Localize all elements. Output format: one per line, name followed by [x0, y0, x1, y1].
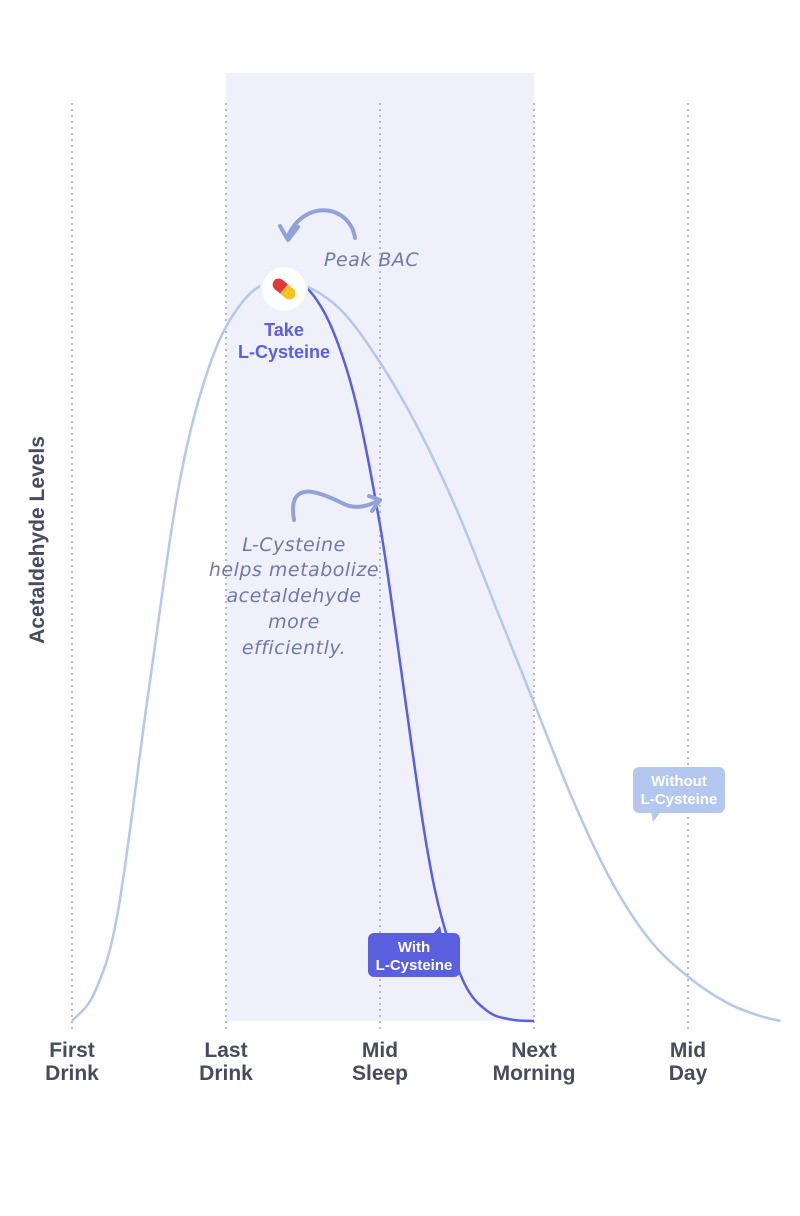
squiggle-arrowhead-icon	[367, 494, 382, 513]
x-tick-label: Drink	[45, 1062, 99, 1085]
pill-marker	[260, 265, 308, 313]
x-tick-label: Next	[511, 1039, 557, 1062]
x-tick-label: Mid	[362, 1039, 398, 1062]
pill-icon	[272, 278, 296, 300]
y-axis-label: Acetaldehyde Levels	[26, 436, 49, 644]
peak-curved-arrow-icon	[286, 208, 357, 240]
vertical-gridlines	[71, 103, 689, 1030]
peak-bac-label: Peak BAC	[324, 249, 419, 271]
note-line: more	[268, 611, 320, 633]
squiggle-arrow-icon	[291, 489, 382, 522]
legend-tag-without-line1: Without	[651, 773, 707, 790]
legend-tag-without: Without L-Cysteine	[633, 767, 725, 822]
legend-tag-with-line1: With	[398, 939, 430, 956]
x-tick-label: Mid	[670, 1039, 706, 1062]
x-tick-label: Morning	[493, 1062, 576, 1085]
x-tick-label: Last	[204, 1039, 247, 1062]
note-line: acetaldehyde	[227, 585, 362, 607]
note-line: helps metabolize	[209, 559, 379, 581]
series-line-with-l-cysteine	[290, 279, 535, 1023]
handwritten-note: L-Cysteine helps metabolize acetaldehyde…	[209, 534, 379, 659]
legend-tag-without-line2: L-Cysteine	[641, 791, 718, 808]
x-tick-label: Sleep	[352, 1062, 408, 1085]
x-tick-labels: FirstDrinkLastDrinkMidSleepNextMorningMi…	[45, 1039, 707, 1085]
note-line: L-Cysteine	[242, 534, 346, 556]
x-tick-label: First	[49, 1039, 95, 1062]
x-tick-label: Day	[669, 1062, 708, 1085]
peak-arrowhead-icon	[278, 224, 300, 242]
legend-tag-with-line2: L-Cysteine	[376, 957, 453, 974]
take-label-line2: L-Cysteine	[238, 342, 330, 362]
x-tick-label: Drink	[199, 1062, 253, 1085]
note-line: efficiently.	[242, 637, 346, 659]
series-line-without-l-cysteine	[71, 278, 781, 1023]
take-label-line1: Take	[264, 320, 304, 340]
legend-tag-with: With L-Cysteine	[368, 926, 460, 977]
